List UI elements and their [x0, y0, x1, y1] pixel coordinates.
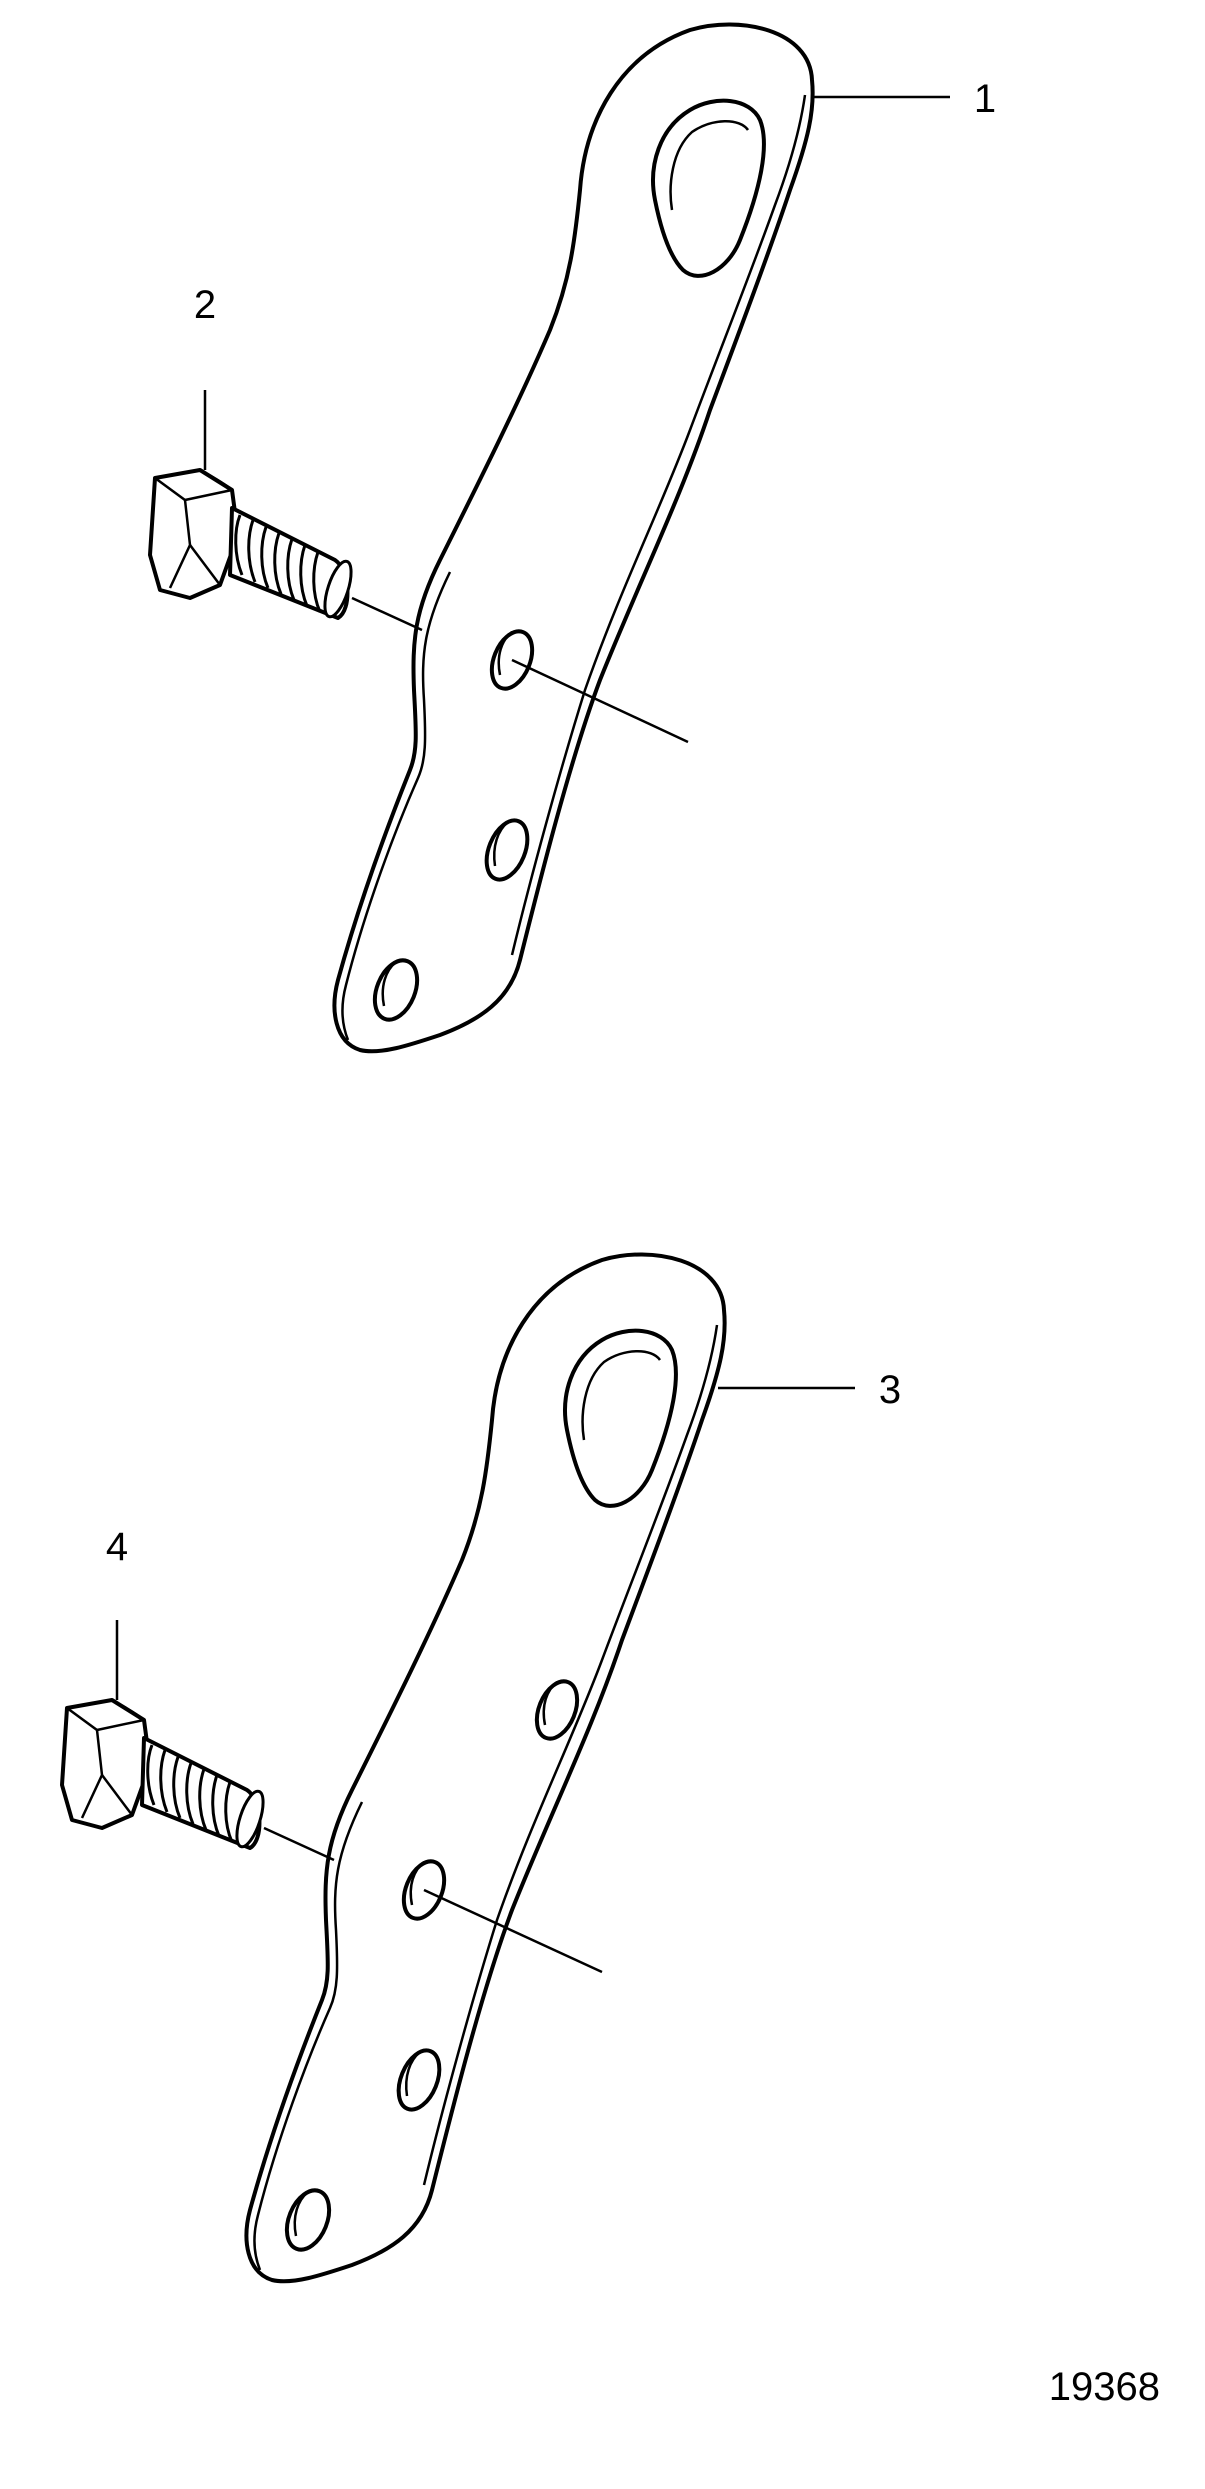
- callout-3: 3: [879, 1368, 901, 1412]
- bracket-upper: [332, 22, 815, 1054]
- axis-line-upper-left: [351, 596, 423, 632]
- bracket-lower: [244, 1252, 727, 2284]
- axis-line-lower-right: [423, 1888, 603, 1974]
- axis-line-lower-left: [263, 1826, 335, 1862]
- callout-4: 4: [106, 1525, 128, 1569]
- callout-2: 2: [194, 283, 216, 327]
- axis-line-upper-right: [511, 658, 689, 744]
- bolt-upper: [148, 468, 359, 622]
- bolt-lower: [60, 1698, 271, 1852]
- callout-1: 1: [974, 77, 996, 121]
- figure-number: 19368: [1049, 2365, 1160, 2409]
